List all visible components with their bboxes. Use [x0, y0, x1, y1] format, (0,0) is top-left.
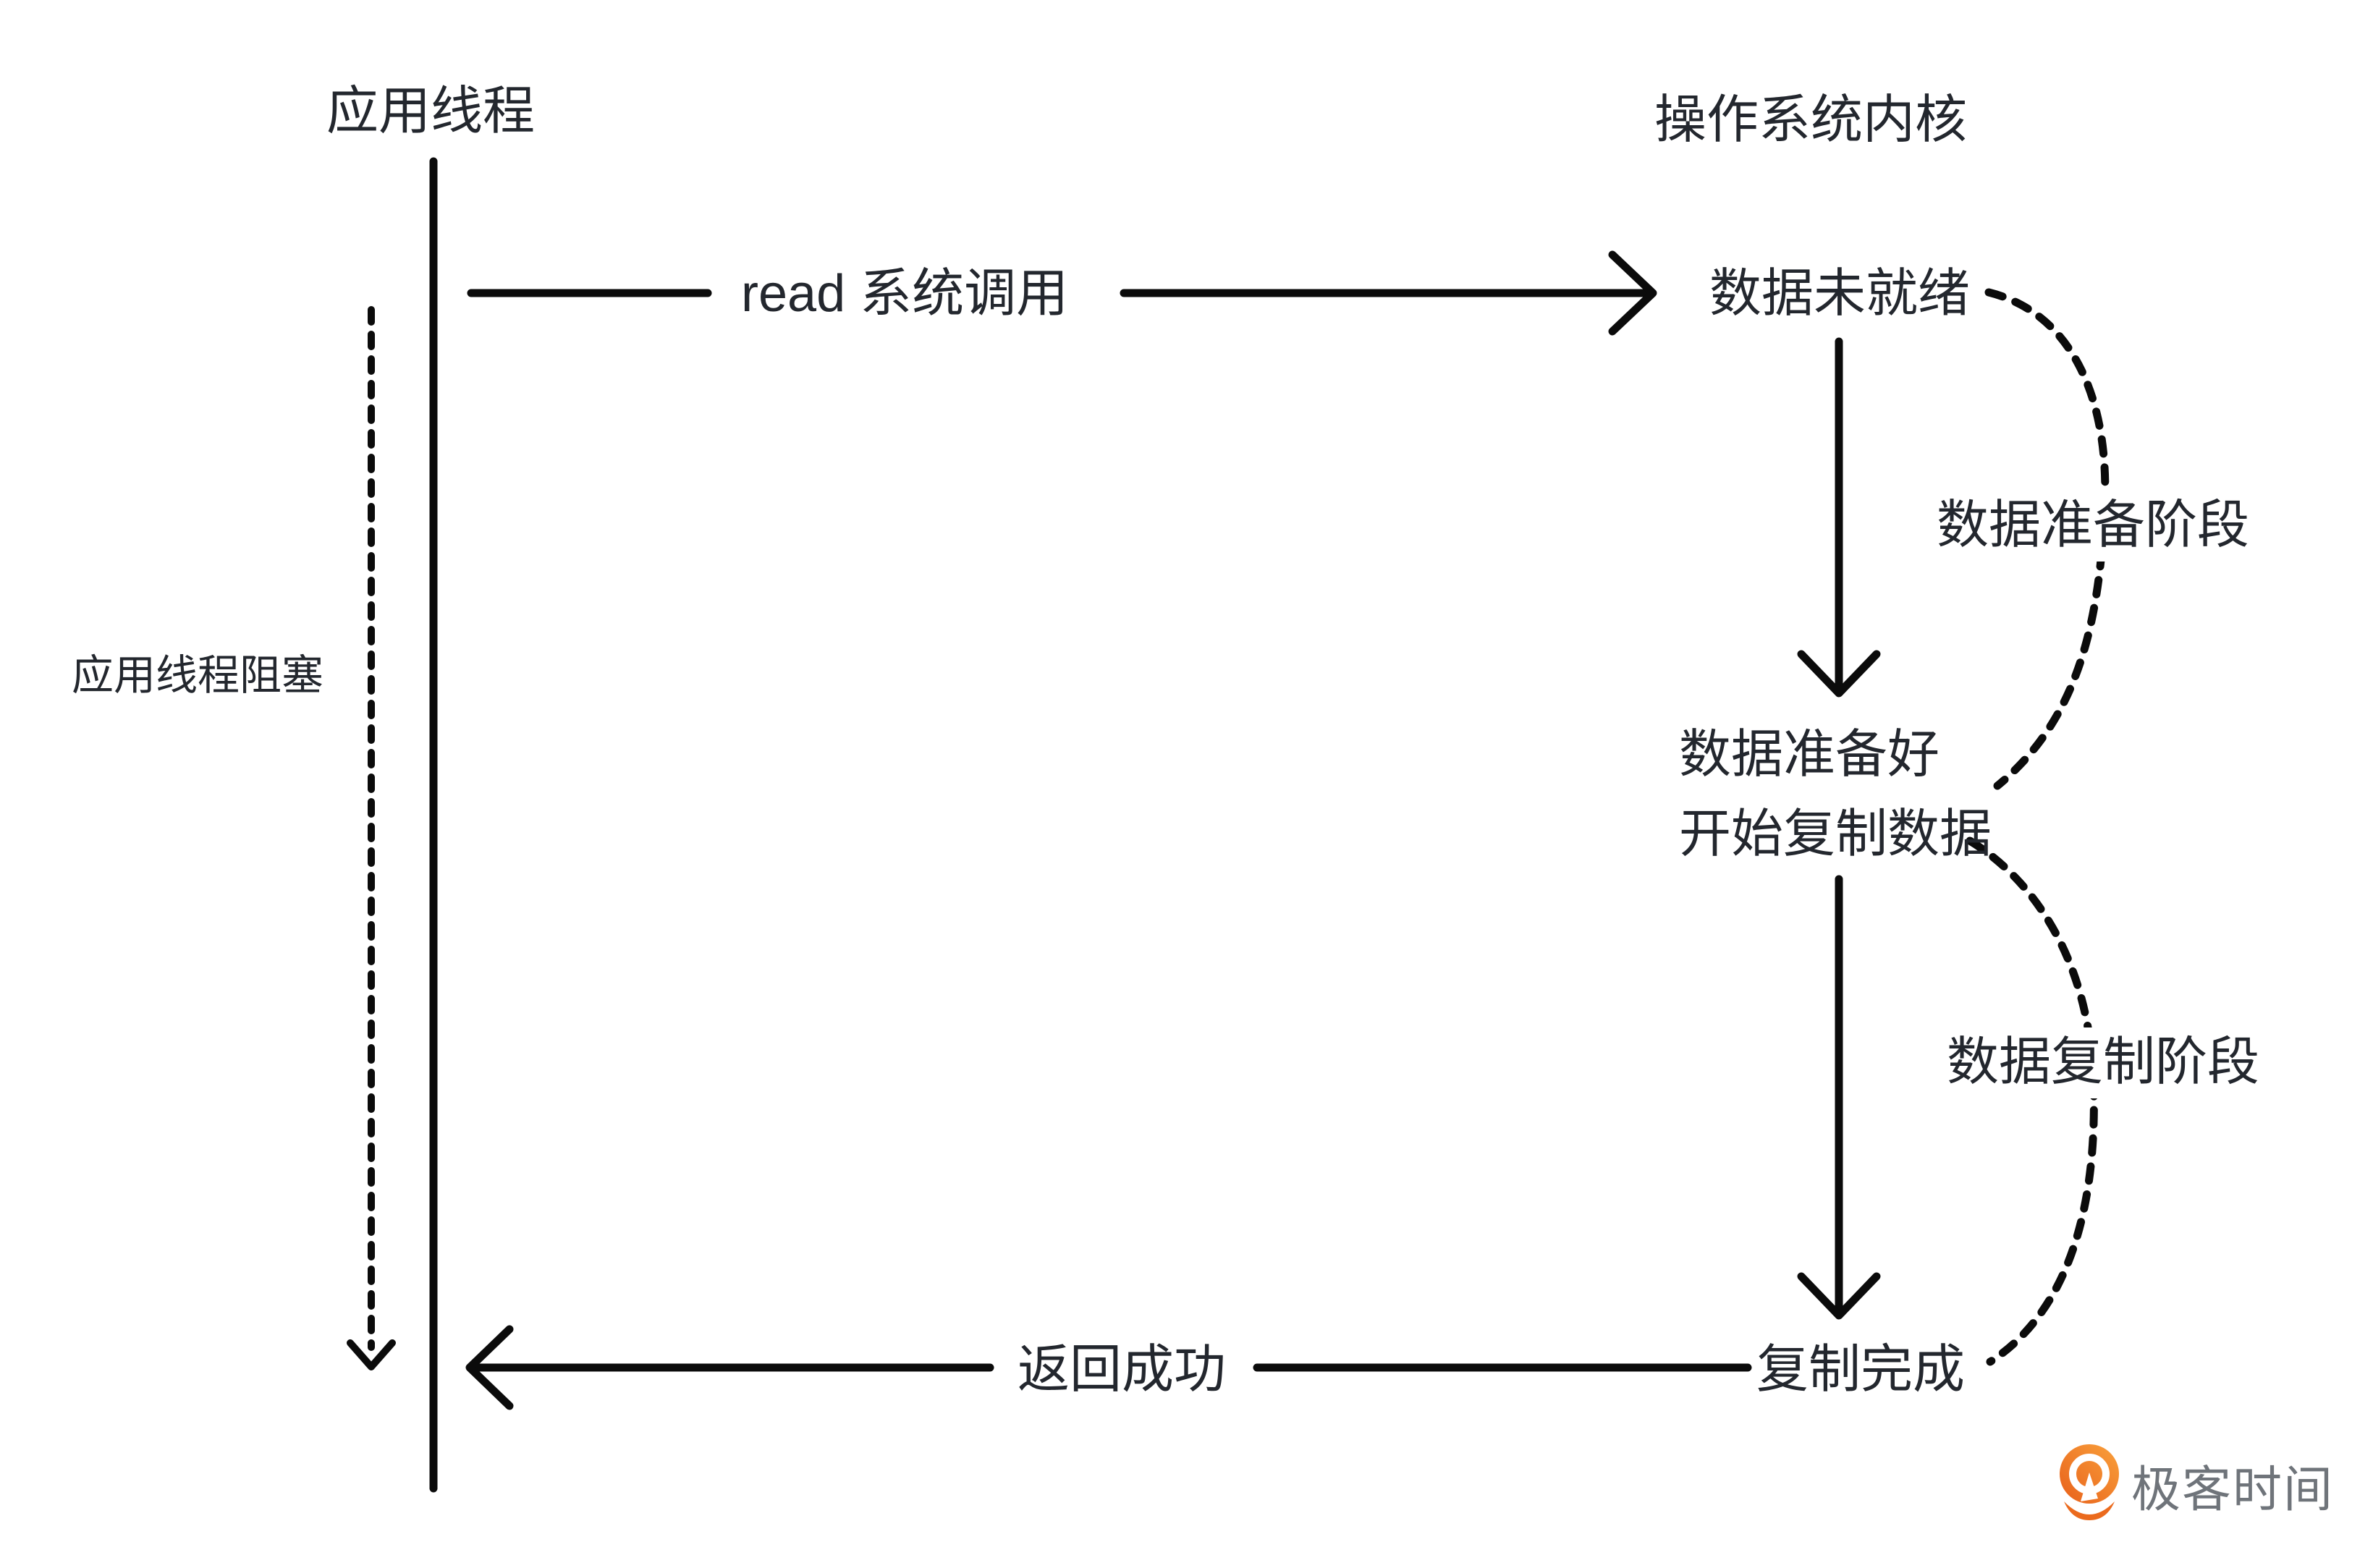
copy-phase-label: 数据复制阶段: [1942, 1027, 2264, 1098]
node-data-ready-line2: 开始复制数据: [1679, 805, 1992, 864]
prepare-phase-label: 数据准备阶段: [1932, 491, 2254, 561]
geektime-logo-icon: [2060, 1444, 2119, 1520]
blocked-arrowhead-icon: [347, 1339, 396, 1370]
read-arrowhead-icon: [1608, 250, 1657, 336]
return-arrowhead-icon: [465, 1325, 514, 1410]
geektime-logo-text: 极客时间: [2131, 1462, 2335, 1517]
app-thread-header: 应用线程: [326, 82, 536, 140]
kernel-arrow2-head-icon: [1797, 1272, 1881, 1320]
app-thread-blocked-label: 应用线程阻塞: [72, 652, 324, 699]
node-data-ready-line1: 数据准备好: [1679, 726, 1940, 784]
kernel-arrow1-head-icon: [1797, 650, 1881, 698]
node-copy-done: 复制完成: [1756, 1341, 1966, 1399]
geektime-brand: 极客时间: [2059, 1444, 2334, 1526]
node-data-not-ready: 数据未就绪: [1709, 265, 1971, 323]
copy-phase-curve: [1966, 836, 2098, 1366]
os-kernel-header: 操作系统内核: [1654, 91, 1968, 149]
read-syscall-label: read 系统调用: [734, 266, 1076, 323]
node-data-ready: 数据准备好 开始复制数据: [1679, 715, 1992, 874]
return-success-label: 返回成功: [1010, 1342, 1234, 1399]
